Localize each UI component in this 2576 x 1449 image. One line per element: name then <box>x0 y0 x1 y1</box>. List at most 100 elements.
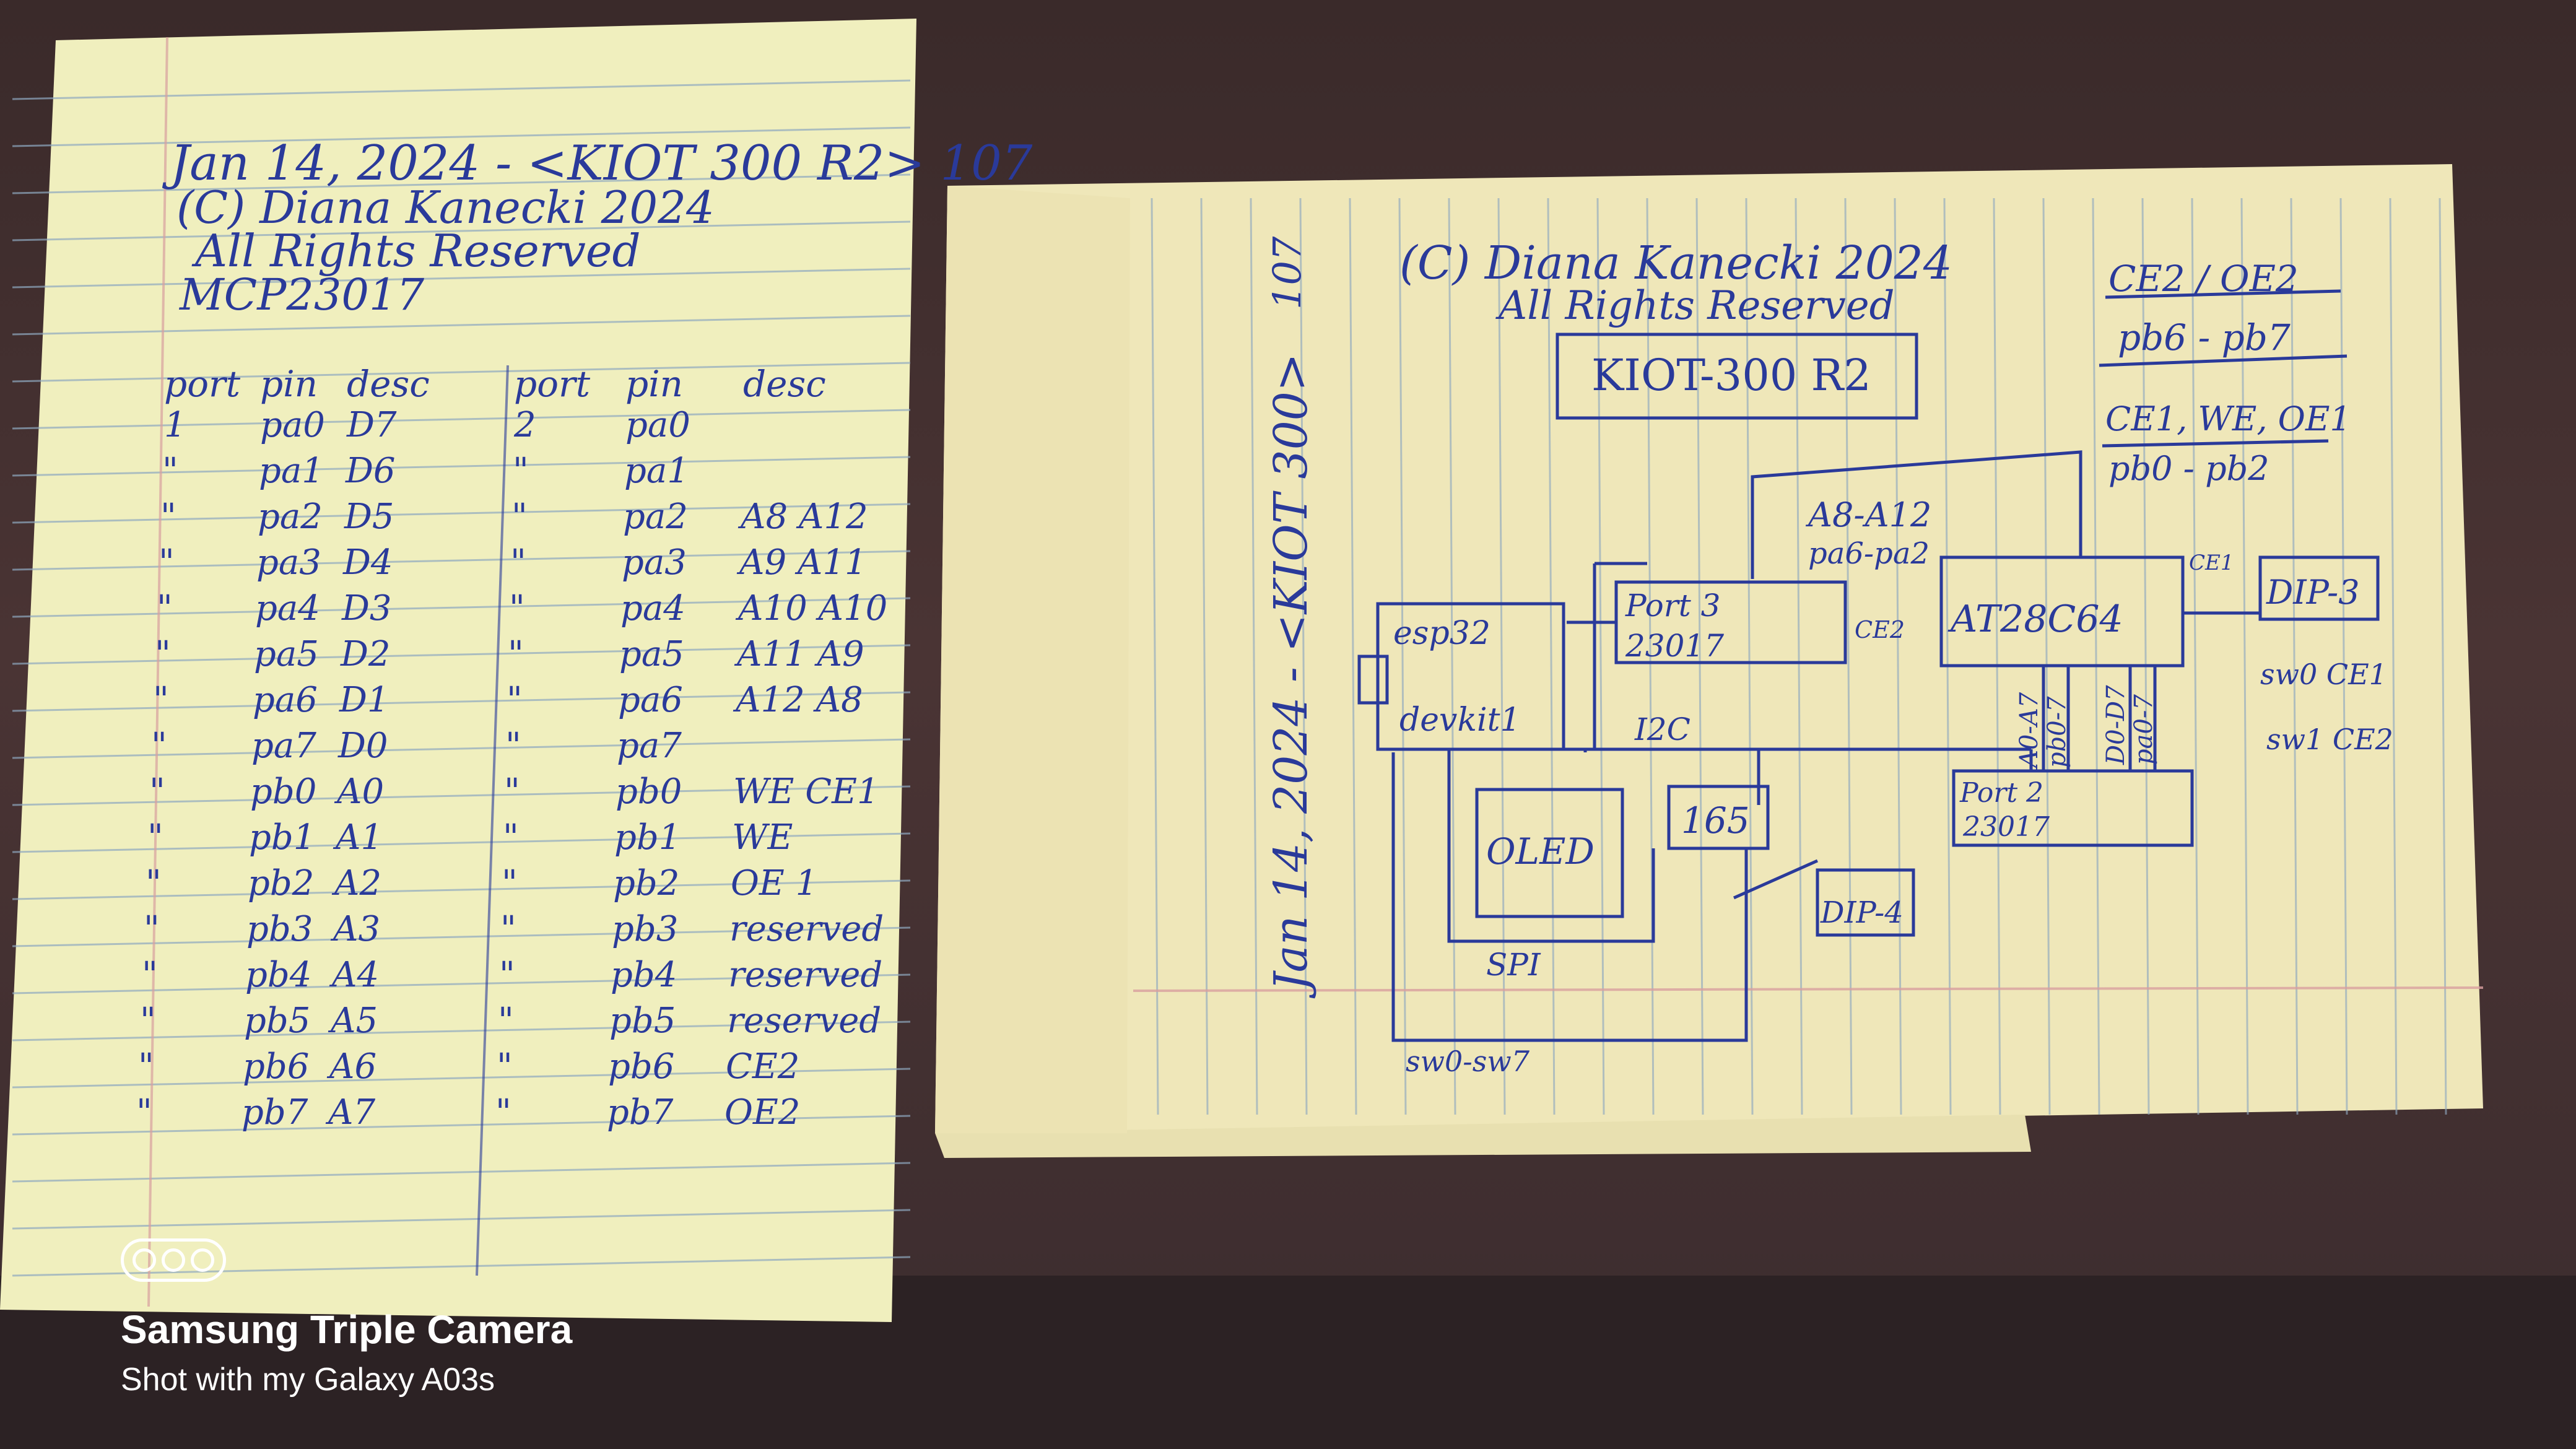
ruled-line <box>12 173 911 194</box>
table-cell: A2 <box>331 863 381 903</box>
title-box <box>1556 333 1918 420</box>
copyright-text: (C) Diana Kanecki 2024 <box>1399 237 1952 290</box>
note-ce1-we-oe1: CE1, WE, OE1 <box>2105 399 2351 438</box>
d0-d7-label: D0-D7 <box>2102 685 2130 765</box>
table-cell: " <box>149 772 165 812</box>
table-cell: " <box>140 1001 156 1041</box>
table-cell: pb0 <box>616 772 682 812</box>
table-cell: pa0 <box>260 405 325 445</box>
ruled-line <box>1795 198 1803 1115</box>
table-cell: 2 <box>513 405 536 445</box>
ruled-line <box>12 1209 911 1230</box>
table-cell: " <box>138 1046 154 1087</box>
watermark-subtitle: Shot with my Galaxy A03s <box>121 1362 495 1398</box>
ce1-label: CE1 <box>2189 550 2234 575</box>
table-cell: pb7 <box>242 1092 308 1133</box>
at28c64-label: AT28C64 <box>1947 598 2123 641</box>
side-title: Jan 14, 2024 - <KIOT 300> <box>1264 353 1318 999</box>
table-cell: " <box>507 680 523 720</box>
table-cell: A6 <box>326 1046 376 1087</box>
left-header-line-4: MCP23017 <box>178 269 424 320</box>
esp32-label: esp32 <box>1393 615 1490 652</box>
port2-chip: 23017 <box>1962 811 2050 843</box>
table-cell: " <box>159 542 175 583</box>
table-cell: D1 <box>339 680 389 720</box>
pa0-pa7-label: pa0-7 <box>2130 694 2158 765</box>
table-cell: " <box>142 955 158 995</box>
table-header-cell: desc <box>743 363 826 405</box>
pb0-pb7-label: pb0-7 <box>2043 696 2071 768</box>
table-cell: " <box>513 451 529 491</box>
table-cell: pb6 <box>608 1046 674 1087</box>
ruled-line <box>1695 198 1704 1115</box>
table-cell: D6 <box>345 451 396 491</box>
ruled-line <box>12 691 911 712</box>
table-cell: A9 A11 <box>736 542 867 583</box>
table-cell: " <box>508 634 524 674</box>
ruled-line <box>12 1256 911 1277</box>
table-cell: A1 <box>333 817 383 858</box>
table-cell: " <box>504 772 520 812</box>
table-cell: D7 <box>346 405 397 445</box>
ruled-line <box>12 1020 911 1042</box>
schematic <box>1357 289 2380 1042</box>
dip3-block <box>2258 555 2380 621</box>
table-cell: " <box>498 1001 514 1041</box>
table-cell: " <box>503 817 519 858</box>
table-header-cell: port <box>164 363 241 405</box>
table-cell: OE 1 <box>731 863 817 903</box>
ruled-line <box>12 126 911 147</box>
table-cell: pa1 <box>259 451 324 491</box>
ruled-line <box>12 503 911 524</box>
table-cell: pb3 <box>612 909 678 949</box>
table-cell: pb2 <box>248 863 314 903</box>
ruled-line <box>12 268 911 289</box>
sw-bus-label: sw0-sw7 <box>1406 1045 1530 1078</box>
table-cell: 1 <box>164 405 186 445</box>
right-sheet-header: Jan 14, 2024 - <KIOT 300> 107 (C) Diana … <box>1264 236 1952 999</box>
table-cell: A8 A12 <box>738 497 868 537</box>
left-header-line-1: Jan 14, 2024 - <KIOT 300 R2> 107 <box>162 136 1033 191</box>
ruled-line <box>1596 198 1605 1115</box>
table-cell: reserved <box>729 909 884 949</box>
table-cell: D3 <box>341 588 392 629</box>
sw1-label: sw1 CE2 <box>2266 723 2393 756</box>
table-cell: pb4 <box>245 955 311 995</box>
ruled-line <box>2290 198 2299 1115</box>
ruled-line <box>12 550 911 571</box>
port3-chip: 23017 <box>1625 628 1724 664</box>
ruled-line <box>12 879 911 900</box>
table-cell: A7 <box>325 1092 375 1133</box>
ruled-line <box>12 597 911 618</box>
addr-bus-a8 <box>1751 450 2082 579</box>
table-cell: pb5 <box>609 1001 676 1041</box>
table-cell: " <box>155 634 171 674</box>
table-cell: A10 A10 <box>735 588 887 629</box>
table-cell: " <box>160 497 176 537</box>
table-cell: " <box>510 542 526 583</box>
ruled-line <box>1943 198 1952 1115</box>
ruled-line <box>2439 198 2447 1115</box>
dip4-block <box>1816 868 1915 937</box>
port2-block <box>1952 769 2194 847</box>
triple-camera-icon <box>121 1238 226 1282</box>
ruled-line <box>12 832 911 853</box>
table-cell: A0 <box>334 772 384 812</box>
table-cell: pb6 <box>243 1046 309 1087</box>
table-cell: D4 <box>342 542 393 583</box>
table-cell: pa3 <box>256 542 321 583</box>
ruled-line <box>1547 198 1556 1115</box>
camera-watermark: Samsung Triple Camera Shot with my Galax… <box>121 1238 572 1398</box>
table-cell: WE CE1 <box>733 772 879 812</box>
devkit-label: devkit1 <box>1399 702 1521 739</box>
table-header-cell: pin <box>260 363 318 405</box>
table-cell: pb7 <box>607 1092 674 1133</box>
i2c-label: I2C <box>1634 711 1690 747</box>
ruled-line <box>12 79 911 100</box>
ruled-line <box>12 926 911 947</box>
left-header-line-2: (C) Diana Kanecki 2024 <box>176 181 715 233</box>
left-notebook-sheet <box>0 19 916 1322</box>
table-cell: reserved <box>727 1001 881 1041</box>
